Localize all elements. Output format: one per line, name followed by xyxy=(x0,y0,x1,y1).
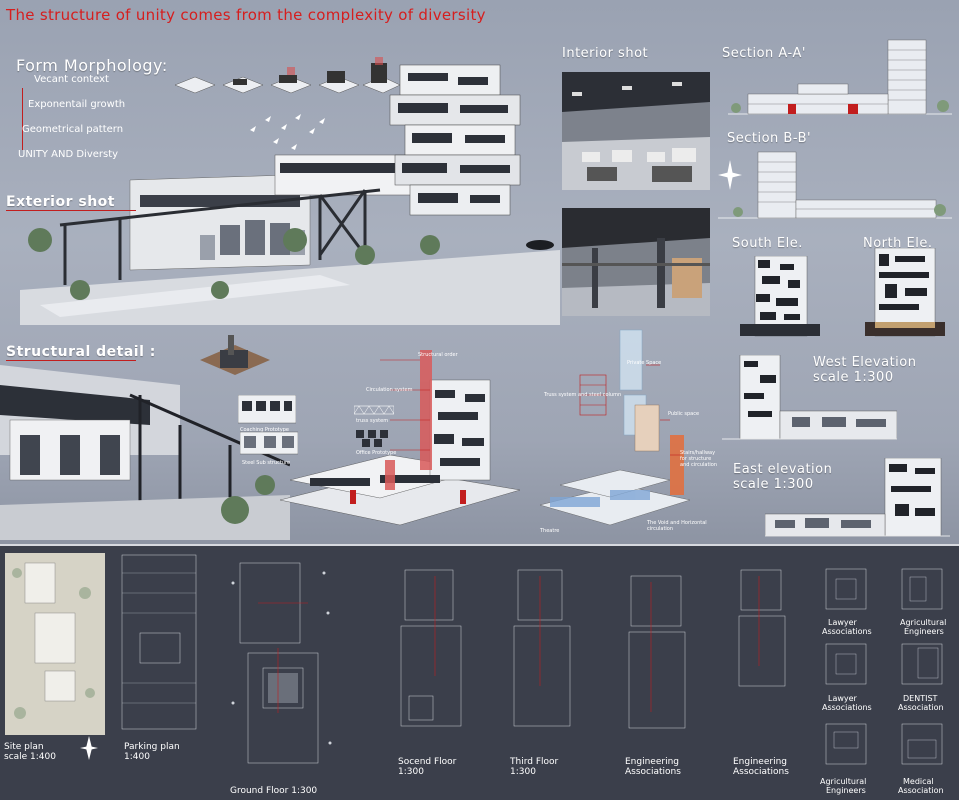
agri-plan-2 xyxy=(825,723,867,765)
label-public-space: Public space xyxy=(668,411,700,417)
east-elevation-heading: East elevation xyxy=(733,462,833,477)
section-bb-drawing xyxy=(718,151,952,219)
label-theatre: Theatre xyxy=(540,528,560,534)
label-circulation-system: Circulation system xyxy=(366,387,413,393)
exterior-underline xyxy=(6,210,136,211)
engineering-1-sub: Associations xyxy=(625,767,681,777)
parking-plan xyxy=(121,554,197,730)
ground-floor-plan xyxy=(231,562,332,764)
label-structural-order: Structural order xyxy=(418,352,458,358)
morphology-diagrams xyxy=(175,57,400,94)
morph-item-2: Exponentail growth xyxy=(28,99,126,110)
exterior-shot-heading: Exterior shot xyxy=(6,194,115,210)
interior-render-2 xyxy=(562,208,710,316)
east-elevation-scale: scale 1:300 xyxy=(733,477,814,492)
parking-plan-scale: 1:400 xyxy=(124,752,150,762)
south-ele-heading: South Ele. xyxy=(732,236,803,251)
birds-graphic xyxy=(250,114,325,150)
engineering-2-sub: Associations xyxy=(733,767,789,777)
second-floor-plan xyxy=(400,569,462,727)
north-ele-heading: North Ele. xyxy=(863,236,933,251)
second-floor-scale: 1:300 xyxy=(398,767,424,777)
label-private-space: Private Space xyxy=(627,360,662,366)
board-title: The structure of unity comes from the co… xyxy=(6,6,486,24)
site-plan xyxy=(5,553,105,735)
section-bb-heading: Section B-B' xyxy=(727,131,812,146)
north-elevation xyxy=(865,248,945,337)
dentist-sub: Association xyxy=(898,703,944,712)
office-prototype-icon xyxy=(356,430,388,447)
label-stairs-hallway: Stairs/hallway for structure and circula… xyxy=(680,450,718,468)
structural-joint-detail xyxy=(200,335,270,375)
engineering-plan-1 xyxy=(628,575,686,729)
label-steel-substructure: Steel Sub structure xyxy=(242,460,291,466)
site-plan-scale: scale 1:400 xyxy=(4,752,56,762)
label-coaching-prototype: Coaching Prototype xyxy=(240,427,289,433)
label-truss-steel-column: Truss system and steel column xyxy=(544,392,622,398)
second-floor-label: Socend Floor xyxy=(398,757,457,767)
agri-1-sub: Engineers xyxy=(904,627,944,636)
third-floor-scale: 1:300 xyxy=(510,767,536,777)
engineering-1-label: Engineering xyxy=(625,757,679,767)
coaching-prototype xyxy=(238,395,296,424)
parking-plan-label: Parking plan xyxy=(124,742,180,752)
medical-plan xyxy=(901,723,943,765)
west-elevation xyxy=(722,355,897,440)
structural-render xyxy=(0,365,290,540)
morph-item-4: UNITY AND Diversty xyxy=(18,149,119,160)
agri-1-label: Agricultural xyxy=(900,618,947,627)
lawyer-2-sub: Associations xyxy=(822,703,872,712)
west-elevation-scale: scale 1:300 xyxy=(813,370,894,385)
steel-substructure xyxy=(240,431,298,455)
west-elevation-heading: West Elevation xyxy=(813,355,917,370)
structural-detail-heading: Structural detail : xyxy=(6,344,156,360)
lawyer-plan-1 xyxy=(825,568,867,610)
agri-plan-1 xyxy=(901,568,943,610)
lawyer-1-sub: Associations xyxy=(822,627,872,636)
interior-shot-heading: Interior shot xyxy=(562,46,649,61)
agri-2-sub: Engineers xyxy=(826,786,866,795)
lawyer-1-label: Lawyer xyxy=(828,618,857,627)
exploded-axonometric xyxy=(539,329,691,526)
engineering-2-label: Engineering xyxy=(733,757,787,767)
dentist-label: DENTIST xyxy=(903,694,938,703)
third-floor-label: Third Floor xyxy=(510,757,559,767)
section-aa-drawing xyxy=(728,39,952,115)
exterior-render xyxy=(20,64,560,325)
north-arrow-icon xyxy=(80,736,98,760)
engineering-plan-2 xyxy=(738,569,786,687)
panel-separator xyxy=(0,544,959,546)
section-aa-heading: Section A-A' xyxy=(722,46,806,61)
morph-item-1: Vecant context xyxy=(34,74,109,85)
lawyer-plan-2 xyxy=(825,643,867,685)
label-void-circulation: The Void and Horizontal circulation xyxy=(647,520,707,532)
form-morphology-heading: Form Morphology: xyxy=(16,56,168,75)
interior-render-1 xyxy=(562,72,710,190)
exploded-structural-diagram xyxy=(280,350,521,526)
ground-floor-label: Ground Floor 1:300 xyxy=(230,786,318,796)
morph-arrow xyxy=(22,88,23,150)
site-plan-label: Site plan xyxy=(4,742,44,752)
medical-sub: Association xyxy=(898,786,944,795)
label-office-prototype: Office Prototype xyxy=(356,450,397,456)
dentist-plan xyxy=(901,643,943,685)
medical-label: Medical xyxy=(903,777,934,786)
truss-detail-icon xyxy=(354,405,394,415)
agri-2-label: Agricultural xyxy=(820,777,867,786)
third-floor-plan xyxy=(513,569,571,727)
lawyer-2-label: Lawyer xyxy=(828,694,857,703)
compass-icon xyxy=(718,160,742,190)
east-elevation xyxy=(765,458,950,537)
label-truss-system: truss system xyxy=(356,418,389,424)
morph-item-3: Geometrical pattern xyxy=(22,124,124,135)
plans-panel xyxy=(0,546,959,800)
structural-underline xyxy=(6,360,136,361)
south-elevation xyxy=(740,256,820,337)
